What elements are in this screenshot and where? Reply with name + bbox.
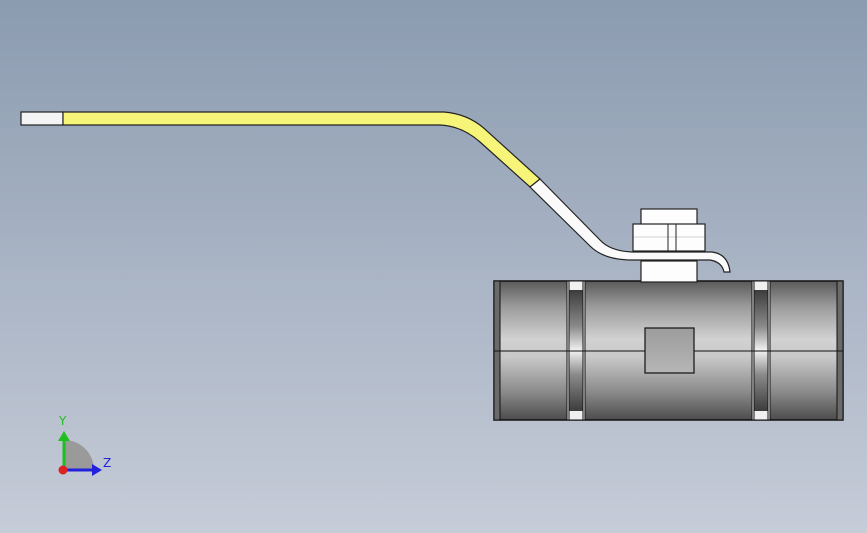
- handle-lever: [529, 178, 731, 273]
- triad-z-label: Z: [103, 456, 112, 470]
- handle-grip-end: [20, 111, 64, 126]
- orientation-triad[interactable]: [58, 431, 102, 476]
- wrench-flat: [644, 327, 695, 374]
- valve-handle[interactable]: [20, 111, 731, 273]
- valve-body[interactable]: [493, 280, 844, 421]
- triad-y-label: Y: [59, 414, 67, 428]
- stem-nut[interactable]: [632, 208, 706, 283]
- triad-quadrant: [64, 440, 94, 470]
- x-axis-dot-icon: [58, 465, 68, 475]
- y-axis-arrowhead-icon: [58, 431, 70, 441]
- z-axis-arrowhead-icon: [92, 464, 102, 476]
